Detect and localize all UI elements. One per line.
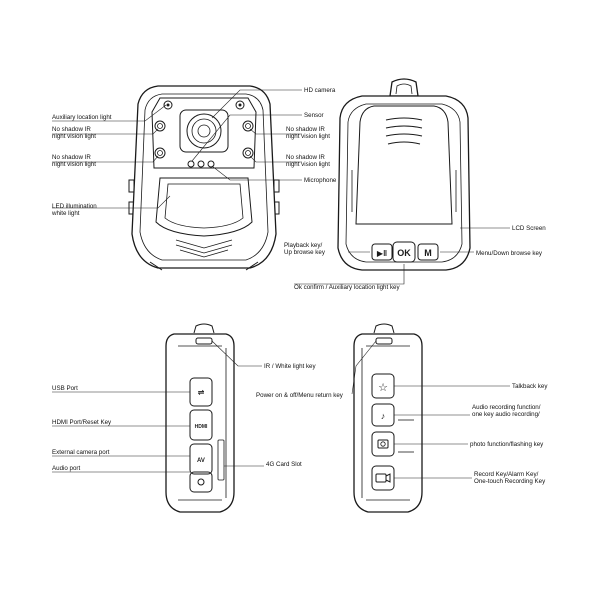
front-leaders: [52, 89, 302, 209]
label-photo: photo function/flashing key: [470, 441, 544, 448]
left-side-leaders: [52, 340, 264, 473]
label-card-slot: 4G Card Slot: [266, 461, 302, 468]
label-ir-right-1-a: No shadow IR: [286, 126, 325, 133]
label-lcd-screen: LCD Screen: [512, 225, 546, 232]
video-record-icon: [375, 473, 391, 483]
ok-button[interactable]: [392, 241, 416, 263]
label-ir-right-2-b: night vision light: [286, 161, 330, 168]
label-led-a: LED illumination: [52, 203, 97, 210]
label-sensor: Sensor: [304, 112, 324, 119]
right-side-body: [353, 333, 423, 513]
camera-icon: [377, 439, 389, 449]
svg-text:♪: ♪: [381, 411, 386, 421]
hdmi-port: [189, 409, 213, 441]
front-body: [131, 85, 277, 269]
label-record-a: Record Key/Alarm Key/: [474, 471, 539, 478]
ir-light-top-right: [242, 120, 254, 132]
svg-text:☆: ☆: [378, 382, 388, 394]
label-talkback: Talkback key: [512, 383, 548, 390]
hd-camera-lens: [186, 113, 222, 149]
label-ir-white-key: IR / White light key: [264, 363, 316, 370]
label-ir-right-2-a: No shadow IR: [286, 154, 325, 161]
svg-text:HDMI: HDMI: [195, 424, 208, 430]
left-side-view: ⇌ HDMI AV: [165, 323, 235, 513]
ir-light-top-left: [154, 120, 166, 132]
svg-text:⇌: ⇌: [198, 388, 205, 397]
svg-text:OK: OK: [397, 248, 411, 258]
back-body: [337, 95, 471, 271]
label-menu-down: Menu/Down browse key: [476, 250, 543, 257]
right-side-leaders: [351, 340, 510, 479]
belt-clip: [355, 105, 453, 225]
label-ir-left-2-a: No shadow IR: [52, 154, 91, 161]
label-record-b: One-touch Recording Key: [474, 478, 546, 485]
label-led-b: white light: [51, 210, 80, 217]
label-audio-port: Audio port: [52, 465, 80, 472]
label-hdmi-port: HDMI Port/Reset Key: [52, 419, 112, 426]
playback-button[interactable]: [371, 243, 393, 261]
label-power: Power on & off/Menu return key: [256, 392, 344, 399]
label-ir-left-1-a: No shadow IR: [52, 126, 91, 133]
label-auxiliary-location-light: Auxiliary location light: [52, 114, 112, 121]
back-leaders: [294, 227, 510, 285]
card-slot: [217, 439, 225, 481]
label-ok-confirm: Ok confirm / Auxiliary location light ke…: [294, 284, 400, 291]
label-usb-port: USB Port: [52, 385, 78, 392]
right-side-view: ☆ ♪: [353, 323, 423, 513]
back-view: ▶‖ OK M: [337, 78, 471, 271]
label-playback-b: Up browse key: [284, 249, 326, 256]
label-external-camera: External camera port: [52, 449, 110, 456]
ir-light-bottom-right: [242, 147, 254, 159]
menu-button[interactable]: [417, 243, 439, 261]
label-audio-rec-b: one key audio recording/: [472, 411, 540, 418]
svg-text:M: M: [424, 248, 432, 258]
svg-text:▶‖: ▶‖: [377, 249, 387, 258]
label-playback-a: Playback key/: [284, 242, 322, 249]
label-ir-left-2-b: night vision light: [52, 161, 96, 168]
sensor: [187, 160, 195, 168]
external-camera-port: [189, 443, 213, 475]
label-ir-right-1-b: night vision light: [286, 133, 330, 140]
label-ir-left-1-b: night vision light: [52, 133, 96, 140]
led-panel: [155, 177, 253, 237]
svg-text:AV: AV: [197, 458, 205, 464]
label-hd-camera: HD camera: [304, 87, 336, 94]
left-side-body: [165, 333, 235, 513]
label-audio-rec-a: Audio recording function/: [472, 404, 541, 411]
front-view: [128, 85, 280, 271]
ir-light-bottom-left: [154, 147, 166, 159]
label-microphone: Microphone: [304, 177, 337, 184]
audio-port: [189, 471, 213, 493]
